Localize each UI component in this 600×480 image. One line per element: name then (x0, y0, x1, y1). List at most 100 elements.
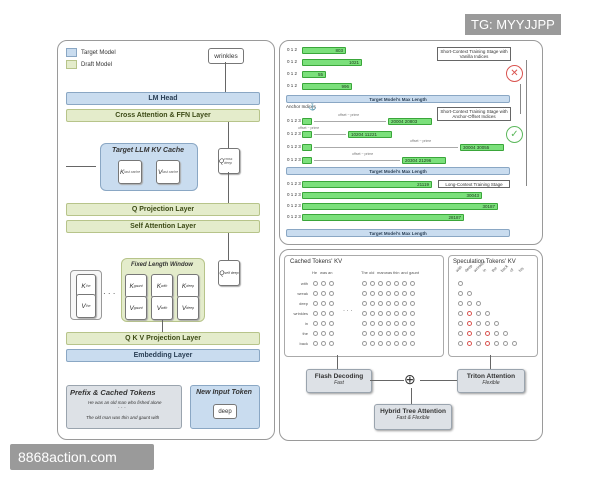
v-the-sub: the (85, 304, 91, 308)
stage3-row-bar: 28187 (302, 214, 464, 221)
triton-title: Triton Attention (466, 373, 516, 380)
cached-matrix-cell (386, 321, 391, 326)
left-panel (57, 40, 275, 440)
k-deep-sub: deep (186, 284, 195, 288)
stage3-row-bar: 21119 (302, 181, 432, 188)
v-last-letter: V (157, 168, 163, 176)
k-gaunt-letter: K (129, 282, 134, 290)
cached-matrix-cell (321, 281, 326, 286)
cached-col-header: and (401, 270, 408, 275)
spec-matrix-cell (458, 341, 463, 346)
fixed-window-title: Fixed Length Window (131, 262, 193, 268)
hybrid-title: Hybrid Tree Attention (380, 408, 446, 415)
v-last-sub: last cache (162, 170, 179, 174)
cached-matrix-cell (394, 291, 399, 296)
stage3-row-label: 0 1 2 3 (287, 181, 301, 186)
cached-row-header: wreak (297, 291, 308, 296)
stage2-row-label: 0 1 2 3 (287, 144, 301, 149)
stage2-title: Short-Context Training Stage with Anchor… (437, 107, 511, 121)
cached-matrix-cell (362, 311, 367, 316)
cached-matrix-cell (370, 291, 375, 296)
cached-matrix-cell (313, 331, 318, 336)
arrow-plus-to-hybrid (411, 388, 412, 404)
cached-matrix-cell (402, 341, 407, 346)
k-last-letter: K (119, 168, 125, 176)
cached-matrix-cell (410, 301, 415, 306)
cached-matrix-cell (378, 281, 383, 286)
k-deep-letter: K (181, 282, 187, 290)
cached-matrix-cell (402, 291, 407, 296)
k-last-sub: last cache (124, 170, 141, 174)
cached-matrix-cell (410, 321, 415, 326)
spec-matrix-cell (503, 341, 508, 346)
cached-row-header: with (300, 281, 308, 286)
cached-matrix-cell (329, 311, 334, 316)
q-self-letter: Q (219, 269, 225, 277)
cached-col-header: He (312, 270, 318, 275)
spec-matrix-cell (458, 291, 463, 296)
v-deep-letter: V (181, 304, 187, 312)
spec-matrix-cell (467, 331, 472, 336)
q-projection-label: Q Projection Layer (131, 206, 195, 213)
cached-matrix-cell (410, 331, 415, 336)
cached-col-header: thin (393, 270, 400, 275)
check-icon: ✓ (506, 126, 523, 143)
arrow-q-proj-to-q (228, 172, 229, 203)
cached-matrix-cell (313, 341, 318, 346)
matrix-ellipsis: · · · (343, 308, 353, 314)
cached-matrix-cell (321, 301, 326, 306)
cached-row-header: deep (299, 301, 308, 306)
cached-col-header: an (328, 270, 333, 275)
q-projection-bar: Q Projection Layer (66, 203, 260, 216)
stage2-row-bar: 20304 21296 (402, 157, 446, 164)
cached-matrix-cell (329, 301, 334, 306)
stage3-row-bar: 30187 (302, 203, 498, 210)
flash-decoding-box: Flash Decoding Fast (306, 369, 372, 393)
k-last-cache: K last cache (118, 160, 142, 184)
prefix-line-1: He was an old man who fished alone (88, 400, 162, 405)
cached-matrix-cell (313, 301, 318, 306)
hybrid-sub: Fast & Flexible (396, 415, 430, 421)
cached-matrix-cell (402, 281, 407, 286)
stage2-row-label: 0 1 2 3 (287, 157, 301, 162)
stage2-offset-line (314, 121, 386, 122)
cached-matrix-cell (402, 301, 407, 306)
stage2-offset-label: offset ~ prime (410, 139, 432, 143)
spec-matrix-cell (476, 341, 481, 346)
spec-matrix-cell (503, 331, 508, 336)
spec-matrix-cell (512, 341, 517, 346)
embedding-bar: Embedding Layer (66, 349, 260, 362)
cached-kv-title: Cached Tokens' KV (290, 259, 343, 265)
anchor-icon: ⚓ (308, 104, 317, 111)
stage2-row-bar: 30004 30055 (460, 144, 504, 151)
cached-matrix-cell (386, 291, 391, 296)
cached-matrix-cell (394, 311, 399, 316)
spec-matrix-cell (458, 321, 463, 326)
arrow-triton-to-plus (420, 380, 457, 381)
cached-matrix-cell (329, 281, 334, 286)
q-cross-deep: Q cross deep (218, 148, 240, 174)
stage3-row-bar: 30043 (302, 192, 482, 199)
cached-matrix-cell (370, 321, 375, 326)
cached-matrix-cell (394, 331, 399, 336)
cached-matrix-cell (321, 341, 326, 346)
cached-matrix-cell (362, 321, 367, 326)
cross-attention-label: Cross Attention & FFN Layer (115, 112, 211, 119)
cached-matrix-cell (402, 311, 407, 316)
stage3-max-length-bar: Target Model's Max Length (286, 229, 510, 237)
prefix-tokens-title: Prefix & Cached Tokens (70, 388, 156, 397)
cached-matrix-cell (394, 301, 399, 306)
cached-matrix-cell (313, 281, 318, 286)
spec-matrix-cell (467, 311, 472, 316)
q-cross-sub: cross deep (224, 157, 233, 165)
cached-matrix-cell (329, 341, 334, 346)
cached-row-header: in (304, 321, 308, 326)
cached-col-header: man (377, 270, 385, 275)
cached-matrix-cell (321, 321, 326, 326)
cached-row-header: back (299, 341, 308, 346)
